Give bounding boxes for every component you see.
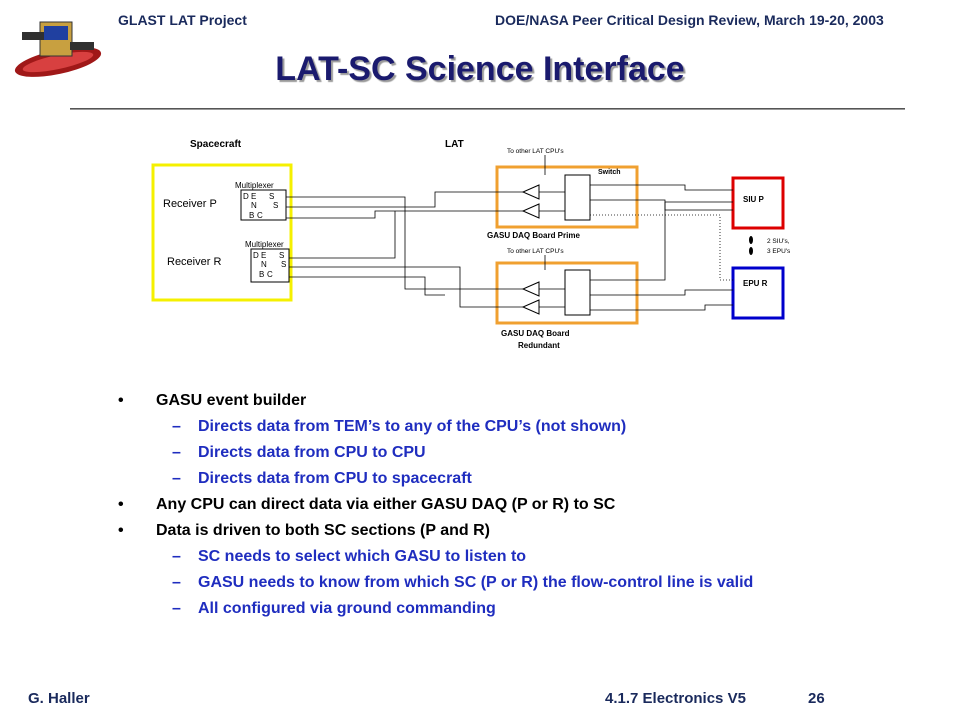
multiplexer-r-label: Multiplexer <box>245 240 284 249</box>
svg-text:N: N <box>251 201 257 210</box>
header-review: DOE/NASA Peer Critical Design Review, Ma… <box>495 12 884 28</box>
header-project: GLAST LAT Project <box>118 12 247 28</box>
buffer-redundant-2 <box>521 299 540 315</box>
bullet-any-cpu: Any CPU can direct data via either GASU … <box>112 492 912 518</box>
spacecraft-label: Spacecraft <box>190 139 242 150</box>
svg-text:C: C <box>257 211 263 220</box>
svg-text:S: S <box>273 201 278 210</box>
spacecraft-box <box>151 163 293 302</box>
sub-bullet-cpu-to-spacecraft: Directs data from CPU to spacecraft <box>112 466 912 492</box>
sub-bullet-gasu-flow-control: GASU needs to know from which SC (P or R… <box>112 570 912 596</box>
svg-text:D: D <box>253 251 259 260</box>
gasu-redundant-label-1: GASU DAQ Board <box>501 329 570 338</box>
svg-text:E: E <box>261 251 266 260</box>
svg-text:N: N <box>261 260 267 269</box>
svg-text:B: B <box>249 211 254 220</box>
multiplexer-p-label: Multiplexer <box>235 181 274 190</box>
bullet-data-driven: Data is driven to both SC sections (P an… <box>112 518 912 544</box>
title-divider <box>70 108 905 110</box>
lat-label: LAT <box>445 139 464 150</box>
svg-text:C: C <box>267 270 273 279</box>
sub-bullet-tem-to-cpus: Directs data from TEM’s to any of the CP… <box>112 414 912 440</box>
epu-count-label: 3 EPU's <box>767 248 791 255</box>
svg-text:E: E <box>251 192 256 201</box>
epu-r-label: EPU R <box>743 279 768 288</box>
siu-p-label: SIU P <box>743 195 765 204</box>
switch-prime-box <box>564 174 591 221</box>
to-other-cpus-redundant: To other LAT CPU's <box>507 248 564 255</box>
buffer-prime-2 <box>521 203 540 219</box>
sub-bullet-ground-commanding: All configured via ground commanding <box>112 596 912 622</box>
footer-section: 4.1.7 Electronics V5 <box>605 690 746 707</box>
bullet-gasu-event-builder: GASU event builder <box>112 388 912 414</box>
bullet-list: GASU event builder Directs data from TEM… <box>112 388 912 622</box>
multiplexer-p-box <box>240 189 287 221</box>
gasu-prime-box <box>495 165 639 229</box>
buffer-prime-1 <box>521 184 540 200</box>
gasu-redundant-label-2: Redundant <box>518 341 560 350</box>
gasu-redundant-box <box>495 261 639 325</box>
receiver-r-label: Receiver R <box>167 256 221 268</box>
switch-label: Switch <box>598 169 621 176</box>
siu-p-box <box>731 176 785 230</box>
siu-count-label: 2 SIU's, <box>767 238 790 245</box>
slide-title: LAT-SC Science Interface <box>275 50 685 88</box>
to-other-cpus-prime: To other LAT CPU's <box>507 148 564 155</box>
sub-bullet-sc-select: SC needs to select which GASU to listen … <box>112 544 912 570</box>
svg-text:B: B <box>259 270 264 279</box>
receiver-p-label: Receiver P <box>163 198 217 210</box>
epu-r-box <box>731 266 785 320</box>
footer-author: G. Haller <box>28 690 90 707</box>
sub-bullet-cpu-to-cpu: Directs data from CPU to CPU <box>112 440 912 466</box>
svg-text:D: D <box>243 192 249 201</box>
svg-text:S: S <box>279 251 284 260</box>
interface-diagram: Spacecraft Receiver P Receiver R Multipl… <box>151 139 791 350</box>
buffer-redundant-1 <box>521 281 540 297</box>
glast-logo-icon <box>14 21 102 77</box>
svg-text:S: S <box>281 260 286 269</box>
multiplexer-r-box <box>250 248 290 283</box>
gasu-prime-label: GASU DAQ Board Prime <box>487 231 580 240</box>
switch-redundant-box <box>564 269 591 316</box>
svg-text:S: S <box>269 192 274 201</box>
page-number: 26 <box>808 690 825 707</box>
